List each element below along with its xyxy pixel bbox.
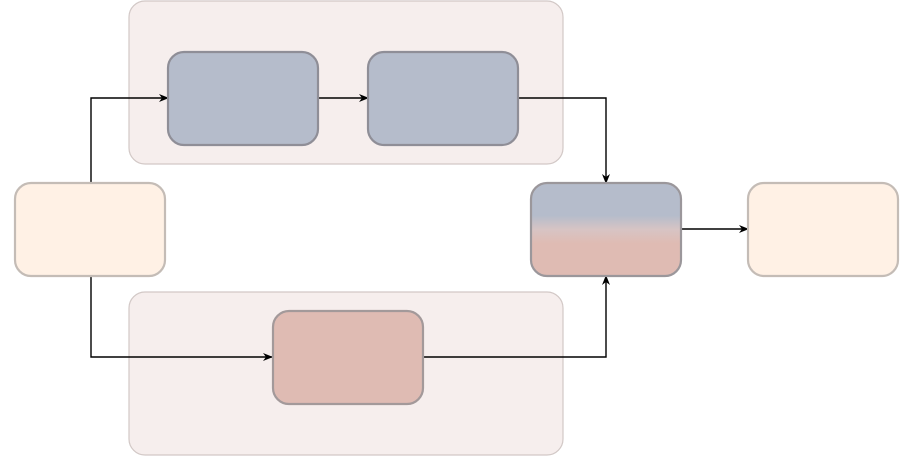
output-node xyxy=(746,181,900,278)
edge-bottom-block-to-merge xyxy=(423,275,610,358)
input-node xyxy=(13,181,167,278)
top-block-1 xyxy=(166,50,320,147)
merge-node xyxy=(529,181,683,278)
edge-input-to-top-block-1 xyxy=(90,94,169,183)
edge-top-block-2-to-merge xyxy=(518,97,610,184)
top-block-2 xyxy=(366,50,520,147)
edge-input-to-bottom-block xyxy=(90,276,273,361)
bottom-block xyxy=(271,309,425,406)
